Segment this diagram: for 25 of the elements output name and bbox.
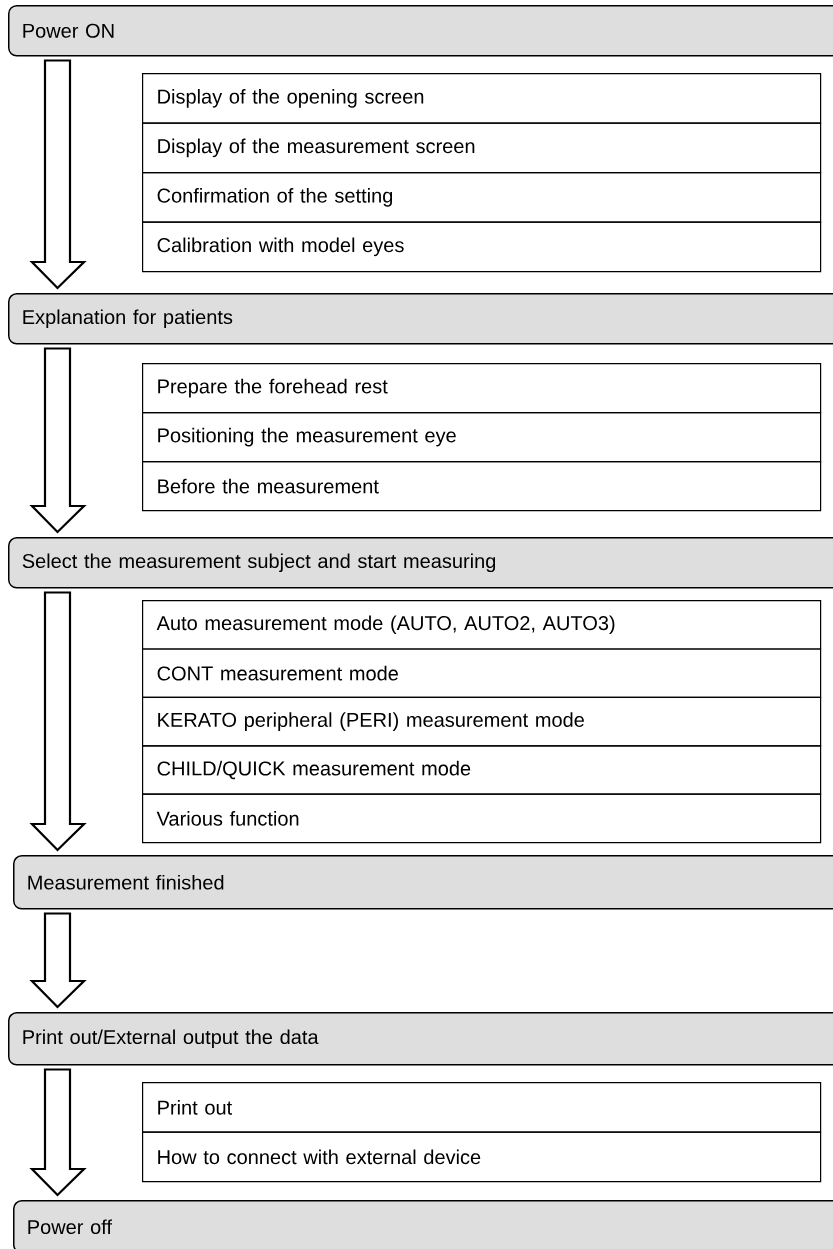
item-box: CONT measurement mode [142, 648, 822, 698]
step-band: Print out/External output the data [8, 1012, 833, 1066]
item-box: Calibration with model eyes [142, 221, 822, 273]
block-arrow [29, 1068, 87, 1197]
item-box: KERATO peripheral (PERI) measurement mode [142, 696, 822, 747]
step-band: Explanation for patients [8, 293, 833, 345]
item-box: Display of the opening screen [142, 73, 822, 124]
block-arrow [29, 347, 87, 534]
item-box: CHILD/QUICK measurement mode [142, 745, 822, 795]
item-box: Prepare the forehead rest [142, 363, 822, 414]
step-band: Power off [13, 1200, 833, 1249]
step-band: Select the measurement subject and start measuring [8, 537, 833, 589]
block-arrow [29, 59, 87, 290]
block-arrow [29, 591, 87, 852]
item-box: Print out [142, 1082, 822, 1133]
block-arrow [29, 912, 87, 1009]
step-band: Power ON [8, 5, 833, 57]
item-box: Positioning the measurement eye [142, 412, 822, 463]
step-band: Measurement finished [13, 855, 833, 910]
item-box: Confirmation of the setting [142, 172, 822, 223]
item-box: Before the measurement [142, 461, 822, 512]
item-box: Various function [142, 793, 822, 844]
item-box: How to connect with external device [142, 1131, 822, 1183]
item-box: Auto measurement mode (AUTO, AUTO2, AUTO3) [142, 600, 822, 650]
item-box: Display of the measurement screen [142, 122, 822, 174]
